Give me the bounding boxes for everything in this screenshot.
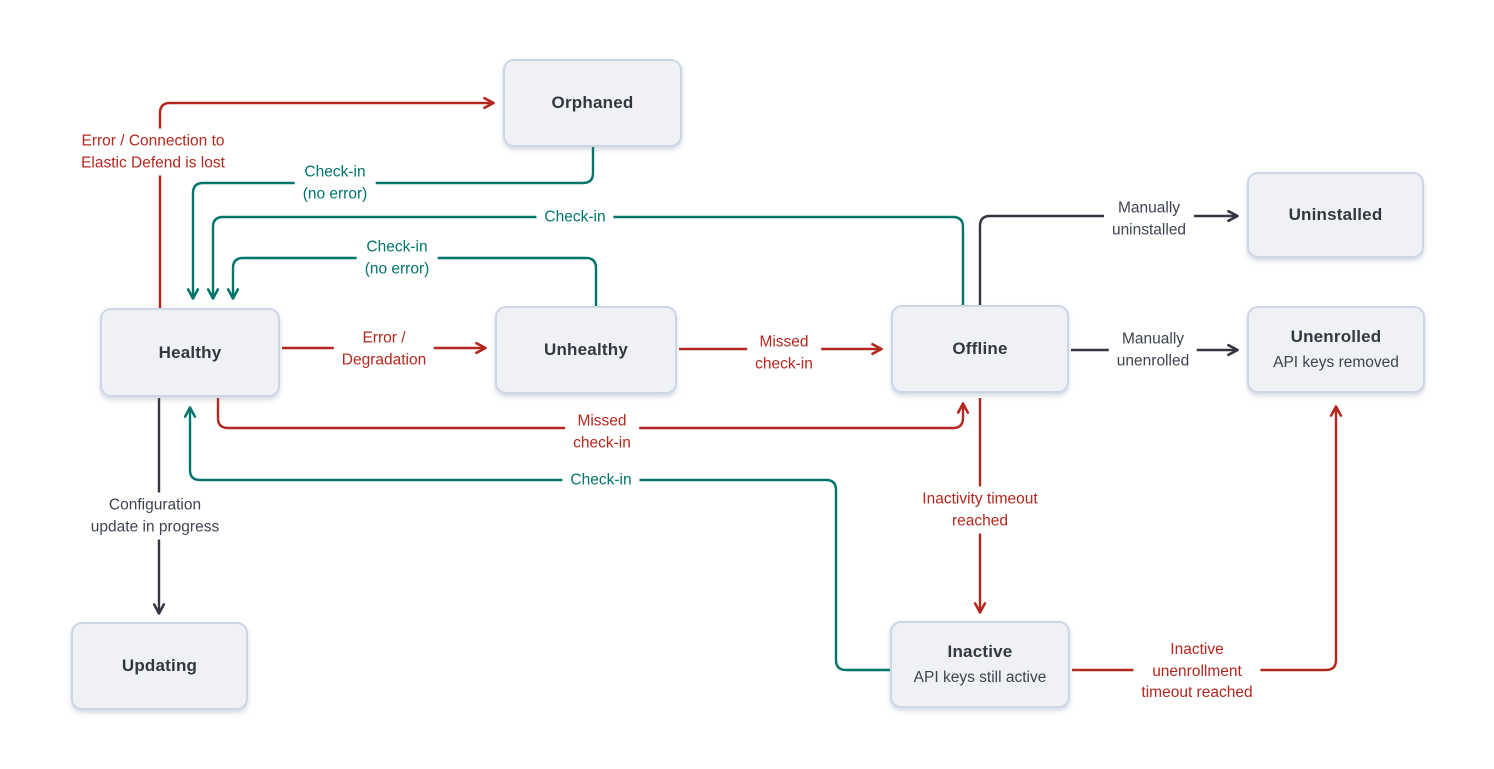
state-node-orphaned-label: Orphaned [551,93,634,112]
state-node-offline: Offline [891,305,1069,393]
state-node-inactive-sublabel: API keys still active [913,669,1047,686]
state-node-inactive-label: Inactive [947,642,1013,661]
edge-label-configuration-update: Configuration update in progress [82,492,228,540]
state-node-healthy-label: Healthy [158,342,222,362]
edge-label-error-connection-lost: Error / Connection to Elastic Defend is … [73,128,233,176]
edge-label-error-degradation: Error / Degradation [333,325,435,373]
state-node-orphaned: Orphaned [503,59,682,147]
edge-label-missed-checkin-unhealthy: Missed check-in [747,329,821,377]
state-node-unenrolled-sublabel: API keys removed [1273,354,1399,371]
state-node-unenrolled-label: Unenrolled [1290,327,1382,346]
state-node-unhealthy-label: Unhealthy [544,340,628,359]
state-node-healthy: Healthy [100,308,280,397]
edge-label-checkin-inactive: Check-in [562,467,640,493]
edge-label-missed-checkin-healthy: Missed check-in [565,408,639,456]
state-node-offline-label: Offline [952,339,1008,358]
state-node-uninstalled-label: Uninstalled [1288,205,1383,224]
edge-orphaned-to-healthy [186,147,595,300]
state-node-updating: Updating [71,622,248,710]
state-node-inactive: Inactive API keys still active [890,621,1070,708]
edge-label-manually-uninstalled: Manually uninstalled [1103,195,1195,243]
edge-label-checkin-no-error-unhealthy: Check-in (no error) [356,234,438,282]
edge-offline-to-uninstalled [978,209,1239,305]
edge-healthy-to-orphaned [158,96,495,308]
state-node-updating-label: Updating [121,656,198,675]
edge-offline-to-healthy [206,215,965,305]
edge-label-checkin-no-error-orphaned: Check-in (no error) [294,159,376,207]
state-node-unenrolled: Unenrolled API keys removed [1247,306,1425,393]
state-node-uninstalled: Uninstalled [1247,172,1424,258]
edge-label-inactive-unenrollment-timeout: Inactive unenrollment timeout reached [1133,636,1261,706]
edge-label-inactivity-timeout: Inactivity timeout reached [914,486,1046,534]
edge-label-manually-unenrolled: Manually unenrolled [1108,326,1198,374]
edge-inactive-to-unenrolled [1072,405,1343,672]
state-node-unhealthy: Unhealthy [495,306,677,394]
edge-label-checkin-offline: Check-in [536,204,614,230]
edge-inactive-to-healthy [183,406,890,672]
